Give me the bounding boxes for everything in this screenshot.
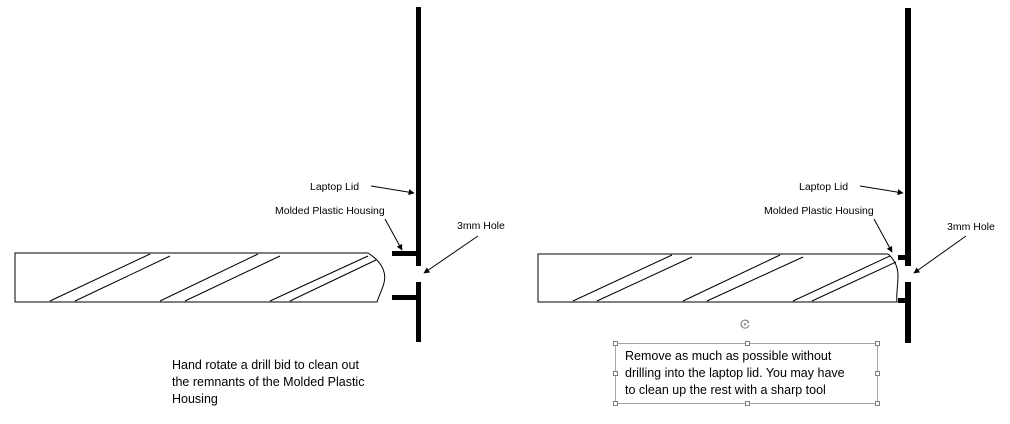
laptop-lid-label-left: Laptop Lid	[310, 181, 359, 193]
molded-housing-arrow-right	[873, 218, 893, 253]
resize-handle-top-left[interactable]	[613, 341, 618, 346]
resize-handle-middle-right[interactable]	[875, 371, 880, 376]
hole-label-left: 3mm Hole	[457, 220, 505, 232]
resize-handle-bottom-right[interactable]	[875, 401, 880, 406]
resize-handle-bottom-center[interactable]	[745, 401, 750, 406]
left-diagram: Laptop Lid Molded Plastic Housing 3mm Ho…	[14, 7, 505, 342]
caption-textbox-right[interactable]: Remove as much as possible without drill…	[613, 341, 880, 406]
molded-housing-remnant-right	[898, 255, 905, 303]
hole-label-right: 3mm Hole	[947, 221, 995, 233]
caption-left: Hand rotate a drill bid to clean out the…	[172, 358, 365, 406]
resize-handle-top-right[interactable]	[875, 341, 880, 346]
resize-handle-middle-left[interactable]	[613, 371, 618, 376]
hole-arrow-right	[913, 235, 967, 274]
molded-housing-left	[392, 251, 416, 300]
laptop-lid-label-right: Laptop Lid	[799, 181, 848, 193]
caption-right: Remove as much as possible without drill…	[625, 349, 845, 397]
molded-housing-label-left: Molded Plastic Housing	[275, 205, 385, 217]
resize-handle-bottom-left[interactable]	[613, 401, 618, 406]
molded-housing-arrow-left	[384, 218, 403, 251]
hole-arrow-left	[423, 235, 479, 274]
right-diagram: Laptop Lid Molded Plastic Housing 3mm Ho…	[537, 8, 995, 343]
drill-bit-right	[537, 253, 899, 303]
laptop-lid-left	[416, 7, 421, 342]
resize-handle-top-center[interactable]	[745, 341, 750, 346]
drill-bit-left	[14, 252, 386, 303]
hole-gap-right	[905, 266, 911, 282]
laptop-lid-arrow-right	[859, 185, 904, 196]
laptop-lid-right	[905, 8, 911, 343]
hole-gap-left	[416, 266, 421, 282]
molded-housing-label-right: Molded Plastic Housing	[764, 205, 874, 217]
laptop-lid-arrow-left	[370, 185, 415, 196]
rotate-handle-icon[interactable]	[739, 318, 751, 330]
